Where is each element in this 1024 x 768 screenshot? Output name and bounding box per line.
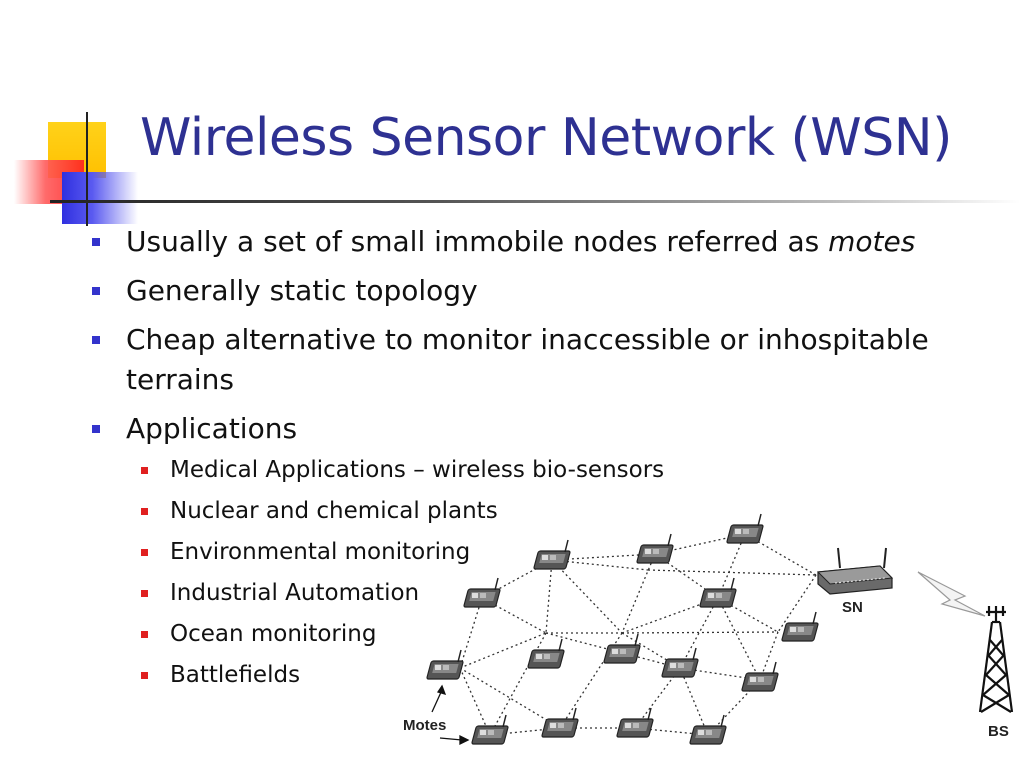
bullet-item: Cheap alternative to monitor inaccessibl… xyxy=(86,320,1006,400)
bullet-emphasis: motes xyxy=(828,225,916,258)
sub-bullet-text: Ocean monitoring xyxy=(170,621,377,647)
slide-title: Wireless Sensor Network (WSN) xyxy=(140,108,952,168)
sub-bullet-item: Environmental monitoring xyxy=(141,537,1006,567)
bullet-marker xyxy=(92,238,100,246)
sub-bullet-text: Medical Applications – wireless bio-sens… xyxy=(170,457,665,483)
bullet-item: Usually a set of small immobile nodes re… xyxy=(86,222,1006,262)
sub-bullet-marker xyxy=(141,672,148,679)
decor-blue-square xyxy=(62,172,138,224)
sub-bullet-list: Medical Applications – wireless bio-sens… xyxy=(141,455,1006,690)
sub-bullet-text: Environmental monitoring xyxy=(170,539,471,565)
sub-bullet-text: Nuclear and chemical plants xyxy=(170,498,498,524)
sub-bullet-item: Nuclear and chemical plants xyxy=(141,496,1006,526)
bullet-list: Usually a set of small immobile nodes re… xyxy=(86,222,1006,701)
mote-icon xyxy=(688,714,728,745)
sub-bullet-item: Industrial Automation xyxy=(141,578,1006,608)
sub-bullet-marker xyxy=(141,508,148,515)
decor-horizontal-line xyxy=(50,200,1020,203)
sub-bullet-marker xyxy=(141,549,148,556)
bullet-item: Generally static topology xyxy=(86,271,1006,311)
bullet-text: Cheap alternative to monitor inaccessibl… xyxy=(126,323,929,396)
bullet-item: Applications xyxy=(86,409,1006,449)
sub-bullet-text: Battlefields xyxy=(170,662,301,688)
motes-label: Motes xyxy=(403,717,446,734)
bullet-marker xyxy=(92,287,100,295)
bullet-text: Usually a set of small immobile nodes re… xyxy=(126,225,829,258)
mote-icon xyxy=(540,707,580,738)
sub-bullet-marker xyxy=(141,631,148,638)
bullet-text: Applications xyxy=(126,412,298,445)
sub-bullet-item: Ocean monitoring xyxy=(141,619,1006,649)
sub-bullet-marker xyxy=(141,590,148,597)
mote-icon xyxy=(615,707,655,738)
decor-vertical-line xyxy=(86,112,88,226)
bullet-marker xyxy=(92,425,100,433)
bullet-text: Generally static topology xyxy=(126,274,478,307)
mote-icon xyxy=(470,714,510,745)
bullet-marker xyxy=(92,336,100,344)
sub-bullet-marker xyxy=(141,467,148,474)
sub-bullet-text: Industrial Automation xyxy=(170,580,420,606)
sub-bullet-item: Battlefields xyxy=(141,660,1006,690)
base-station-label: BS xyxy=(988,723,1009,740)
sub-bullet-item: Medical Applications – wireless bio-sens… xyxy=(141,455,1006,485)
